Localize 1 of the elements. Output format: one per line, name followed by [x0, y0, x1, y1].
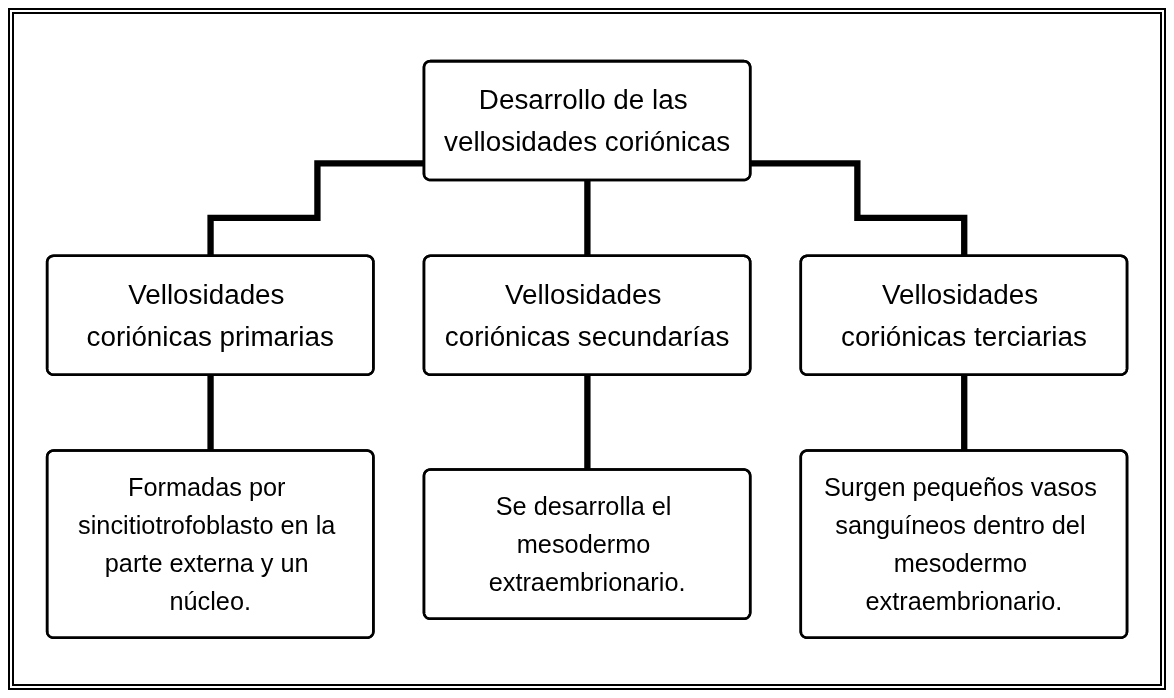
page-frame: Desarrollo de las vellosidades coriónicas Vellosidades coriónicas primarias Vellosidades coriónicas secundarías Vellosidades coriónicas terciarias Formadas por sincitiotrofoblasto en la parte externa y un núcleo. Se desarrolla el mesodermo extraembrionario. Surgen pequeños vasos sanguíneos dentro del mesodermo extraembrionario.	[8, 8, 1166, 690]
